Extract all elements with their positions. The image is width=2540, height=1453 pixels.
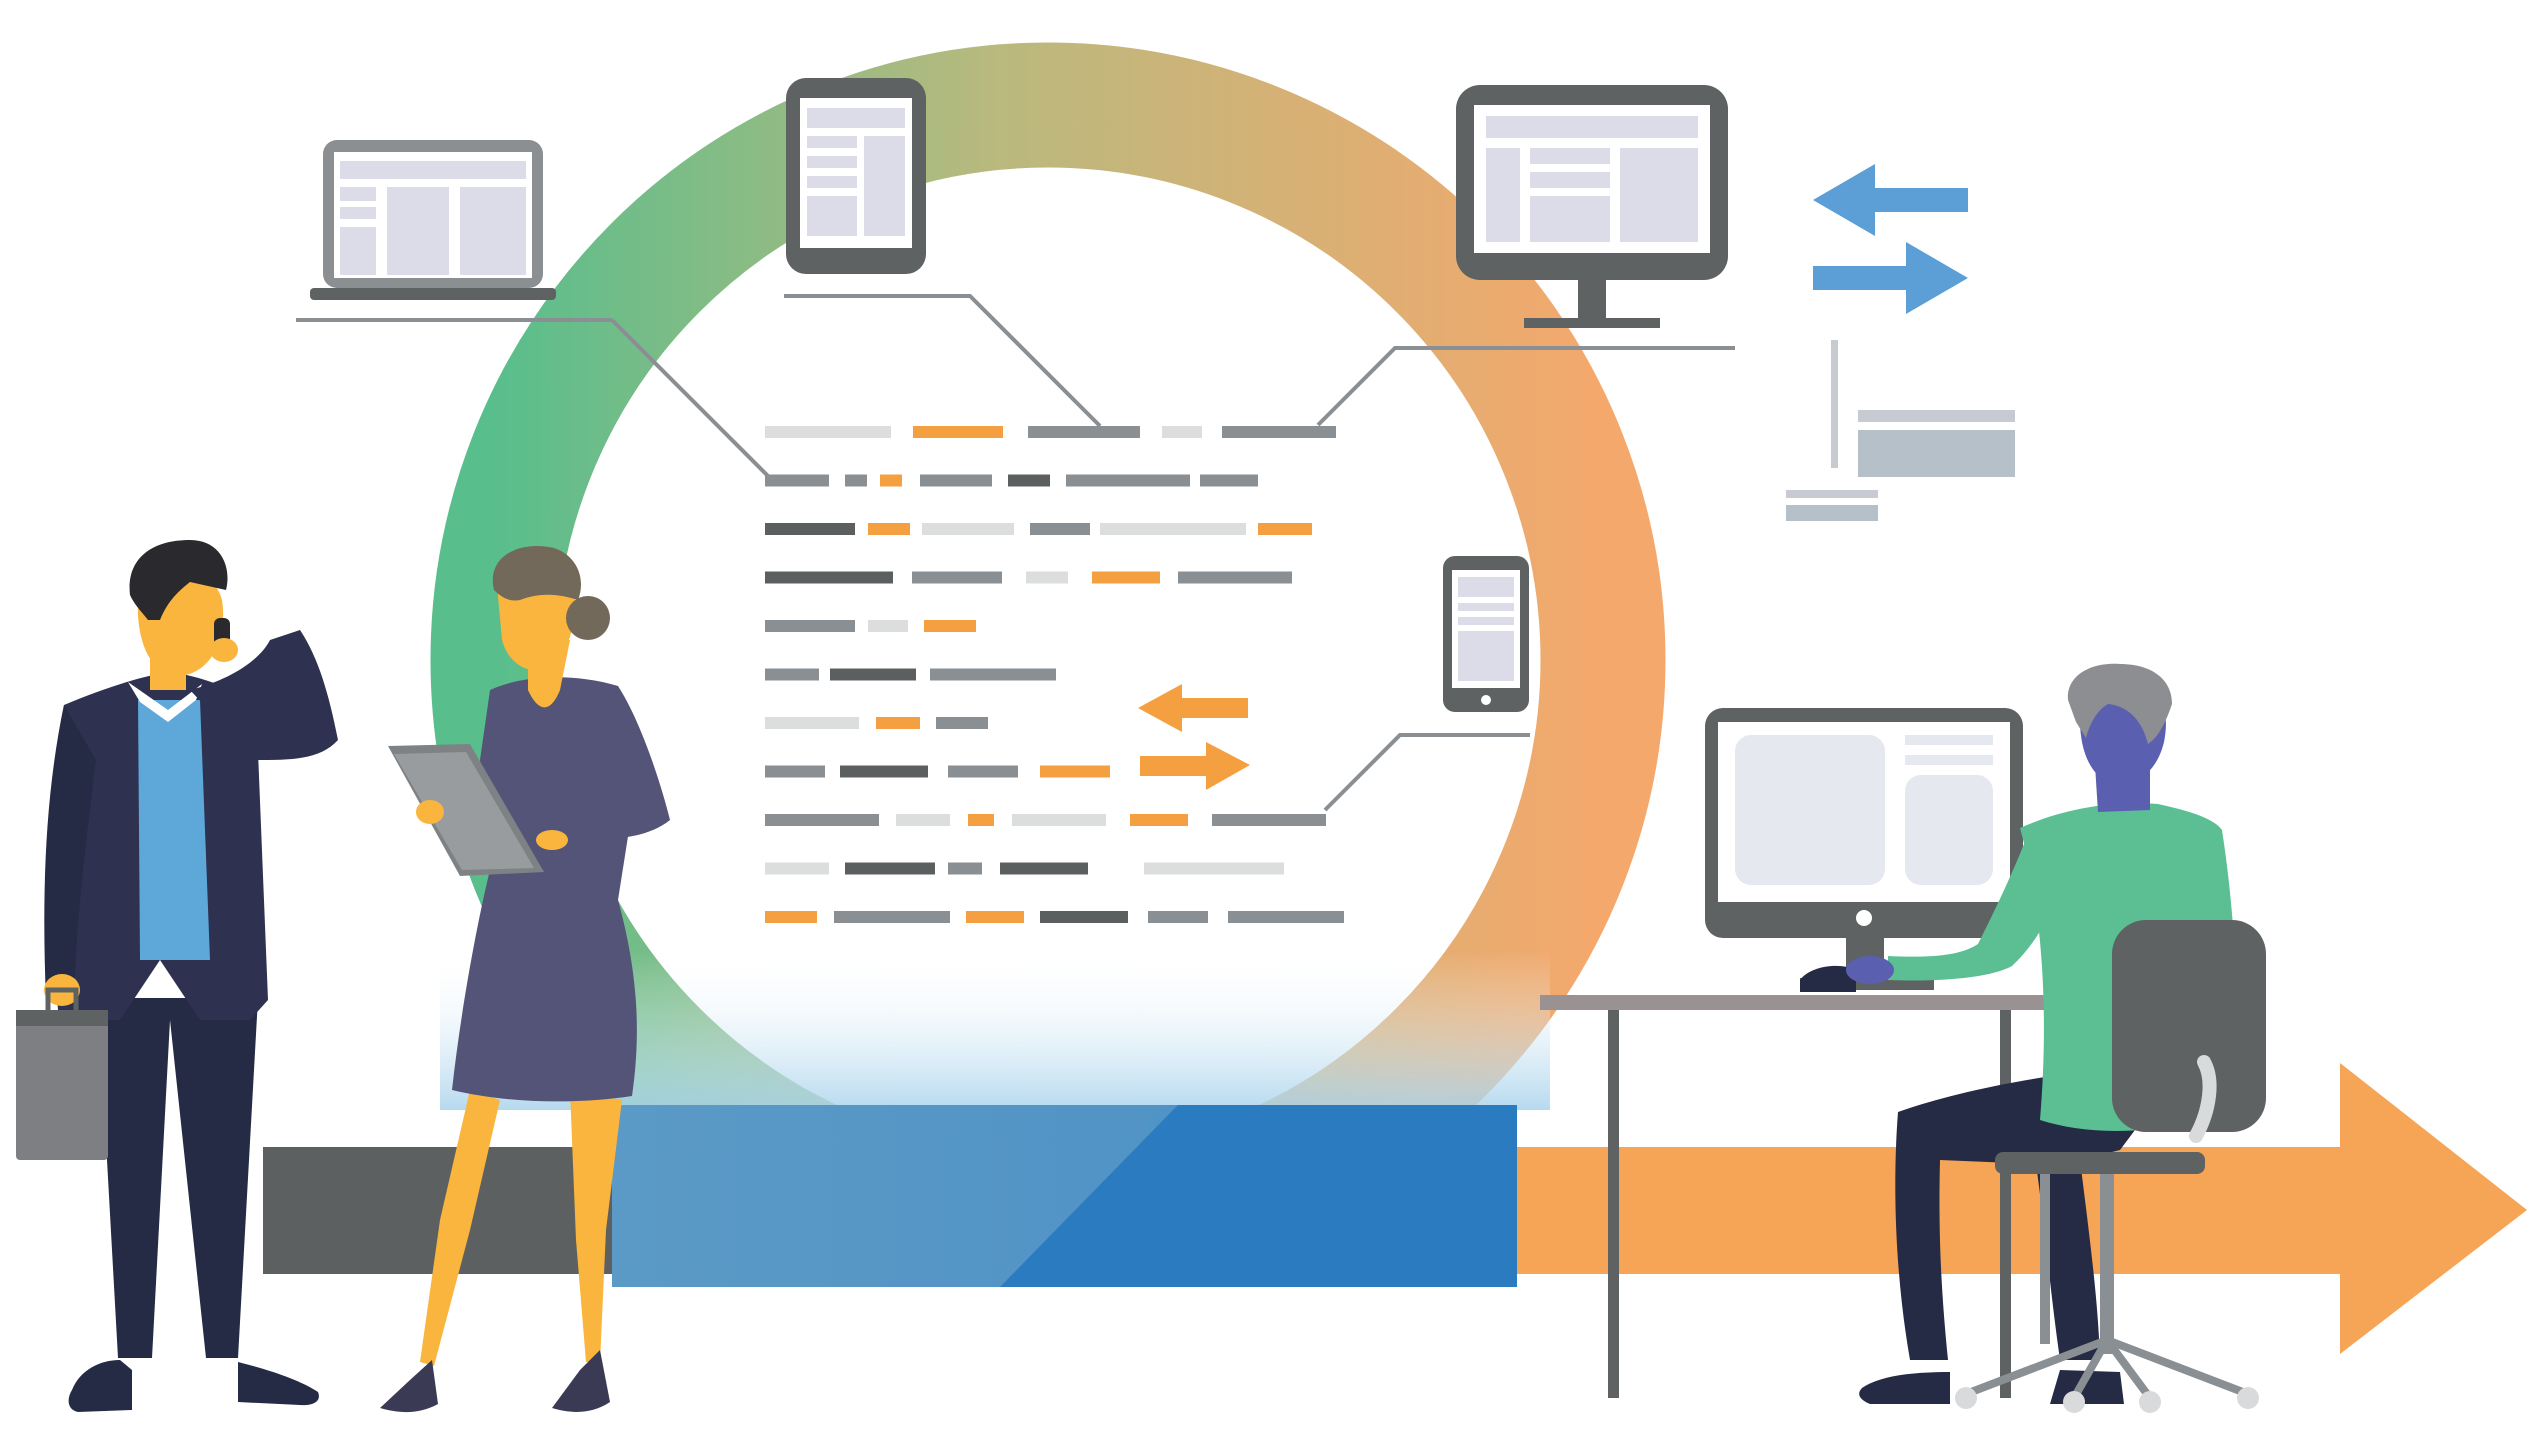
code-line-segment	[765, 862, 829, 875]
code-line-segment	[765, 426, 891, 438]
code-line-segment	[1008, 474, 1050, 487]
code-line-segment	[1200, 474, 1258, 487]
code-line-segment	[1148, 911, 1208, 923]
code-line-segment	[1092, 571, 1160, 584]
code-line-segment	[948, 862, 982, 875]
code-line-segment	[1162, 426, 1202, 438]
workstation-monitor-icon	[1705, 708, 2023, 992]
code-line-segment	[1212, 814, 1326, 826]
code-line-segment	[913, 426, 1003, 438]
code-line-segment	[920, 474, 992, 487]
code-line-segment	[1012, 814, 1106, 826]
code-line-segment	[880, 474, 902, 487]
code-line-segment	[1000, 862, 1088, 875]
code-line-segment	[1030, 523, 1090, 535]
bidirectional-arrows-icon	[1813, 164, 1968, 314]
code-line-segment	[765, 620, 855, 632]
businesswoman-figure	[380, 545, 670, 1413]
code-line-segment	[922, 523, 1014, 535]
code-line-segment	[1144, 862, 1284, 875]
code-line-segment	[966, 911, 1024, 923]
code-line-segment	[765, 717, 859, 729]
code-line-segment	[1100, 523, 1246, 535]
code-line-segment	[868, 523, 910, 535]
band-blue-dark-segment	[1000, 1105, 1517, 1287]
desk-icon	[1540, 995, 2155, 1398]
code-line-segment	[876, 717, 920, 729]
progress-arrow-icon	[1517, 1063, 2527, 1354]
code-lines	[765, 426, 1344, 923]
code-line-segment	[924, 620, 976, 632]
hierarchy-icon	[1786, 340, 2015, 521]
code-line-segment	[845, 474, 867, 487]
code-line-segment	[930, 668, 1056, 681]
laptop-icon	[296, 140, 772, 480]
sync-arrows-icon	[1138, 684, 1250, 790]
code-line-segment	[830, 668, 916, 681]
code-line-segment	[948, 765, 1018, 778]
code-line-segment	[845, 862, 935, 875]
smartphone-icon	[1323, 556, 1530, 812]
code-line-segment	[765, 911, 817, 923]
code-line-segment	[834, 911, 950, 923]
code-line-segment	[1028, 426, 1140, 438]
businessman-figure	[16, 540, 338, 1412]
office-chair-icon	[1955, 920, 2266, 1413]
code-line-segment	[765, 571, 893, 584]
timeline-band	[263, 1063, 2527, 1354]
code-line-segment	[765, 814, 879, 826]
code-line-segment	[912, 571, 1002, 584]
tablet-icon	[784, 78, 1102, 428]
code-line-segment	[1222, 426, 1336, 438]
code-line-segment	[1026, 571, 1068, 584]
code-line-segment	[896, 814, 950, 826]
code-line-segment	[1258, 523, 1312, 535]
code-line-segment	[1228, 911, 1344, 923]
code-line-segment	[1040, 765, 1110, 778]
code-line-segment	[765, 523, 855, 535]
code-line-segment	[840, 765, 928, 778]
code-line-segment	[765, 765, 825, 778]
code-line-segment	[868, 620, 908, 632]
code-line-segment	[1178, 571, 1292, 584]
desktop-monitor-icon	[1316, 85, 1735, 427]
code-line-segment	[765, 474, 829, 487]
code-line-segment	[968, 814, 994, 826]
code-line-segment	[1130, 814, 1188, 826]
code-line-segment	[765, 668, 819, 681]
code-line-segment	[1066, 474, 1190, 487]
code-line-segment	[1040, 911, 1128, 923]
code-line-segment	[936, 717, 988, 729]
